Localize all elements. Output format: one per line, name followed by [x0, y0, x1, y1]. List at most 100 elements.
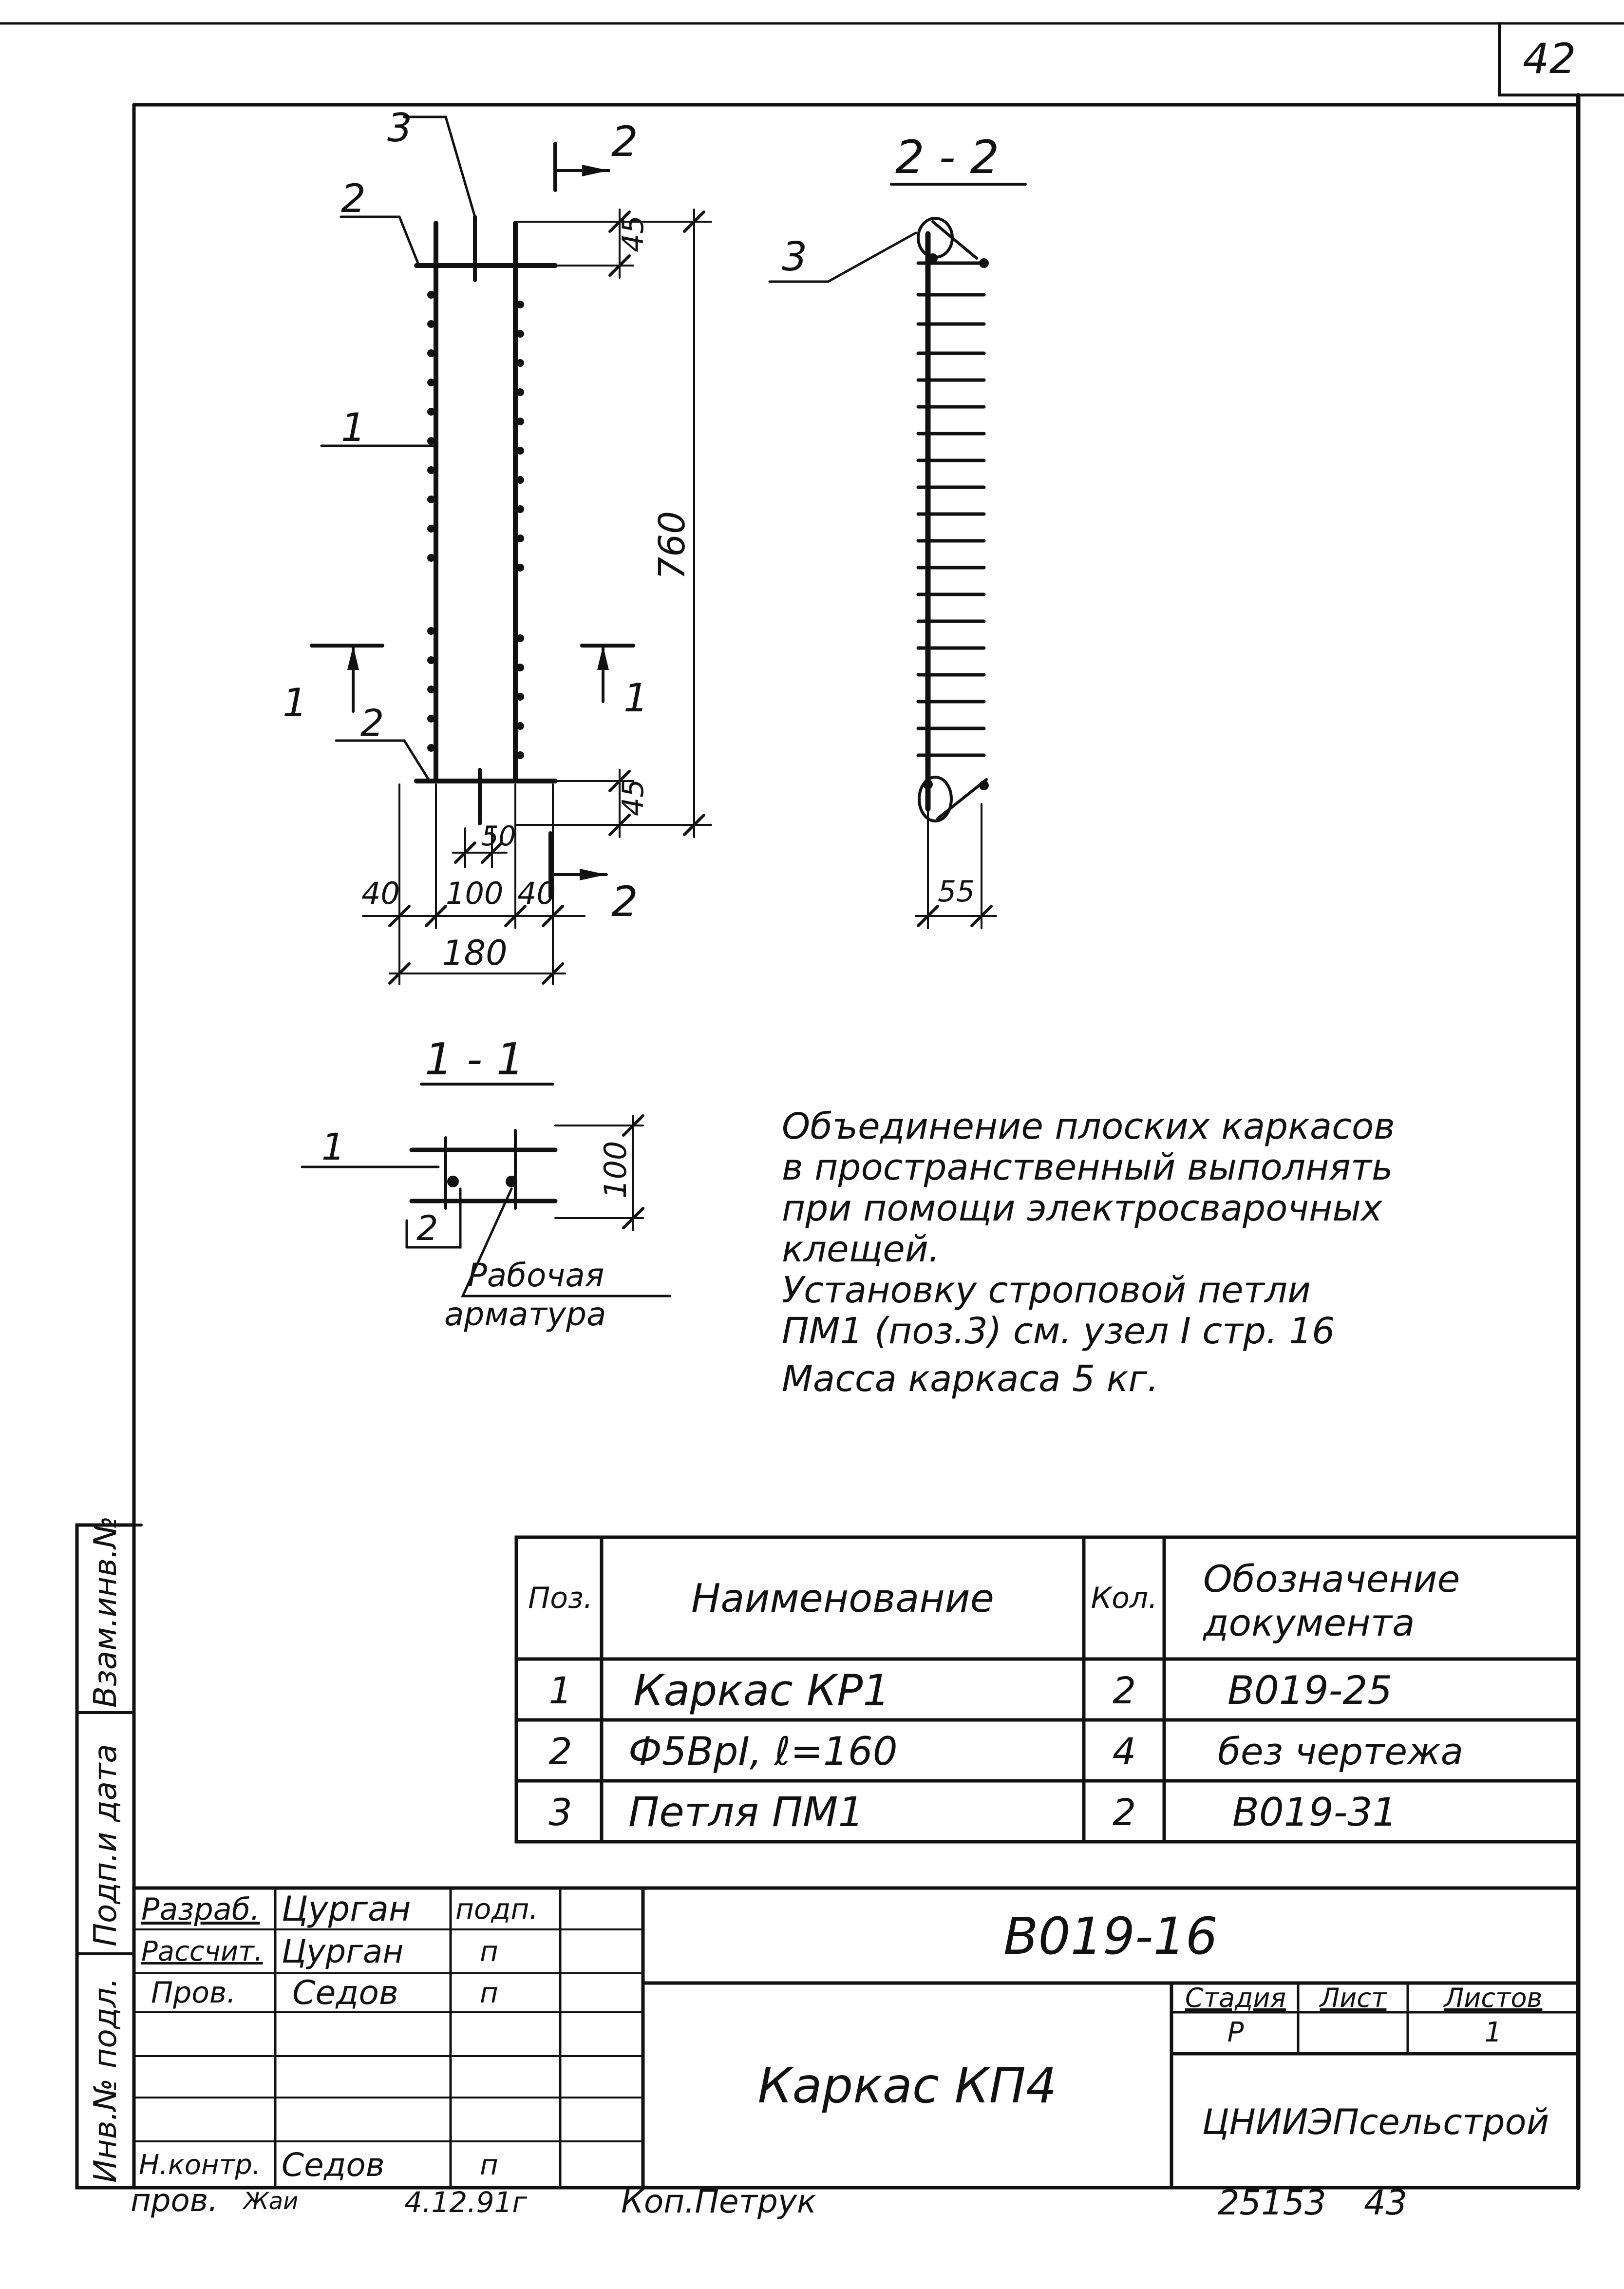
front-view	[310, 115, 712, 985]
dim-label-760: 760	[651, 511, 693, 580]
callout-1-section: 1	[321, 1125, 345, 1168]
dim-label-45-bottom: 45	[616, 779, 650, 816]
leader-rabochaya	[461, 1187, 671, 1297]
tb-name-7: Седов	[282, 2146, 385, 2184]
spec-header-pos: Поз.	[528, 1581, 593, 1615]
label-armatura: арматура	[444, 1296, 606, 1333]
section-2-2-view	[768, 183, 1027, 929]
spec-row-1-doc: В019-25	[1227, 1667, 1393, 1713]
tb-role-5	[141, 2057, 274, 2097]
tb-role-3: Пров.	[151, 1976, 236, 2010]
cut-mark-1-left: 1	[283, 680, 307, 725]
spec-header-name: Наименование	[691, 1575, 994, 1621]
footer-date: 4.12.91г	[404, 2186, 527, 2219]
cut-mark-2-bottom: 2	[611, 877, 638, 926]
callout-3: 3	[387, 105, 412, 151]
ladder-rungs	[916, 261, 986, 757]
tb-role-1: Разраб.	[141, 1891, 260, 1927]
side-stamp-lines	[75, 1523, 143, 2190]
page-number: 42	[1523, 35, 1576, 83]
footer-signature: Жаи	[244, 2188, 299, 2215]
spec-row-3-name: Петля ПМ1	[628, 1788, 864, 1836]
callout-2-bottom: 2	[360, 701, 384, 744]
side-stamp-podp-data: Подп.и дата	[88, 1744, 124, 1946]
tb-name-5	[282, 2057, 450, 2097]
leader-3	[403, 115, 476, 218]
side-stamp-inv-podl: Инв.№ подл.	[88, 1978, 124, 2183]
tb-sheet-value	[1300, 2012, 1407, 2052]
note-line-6: ПМ1 (поз.3) см. узел I стр. 16	[782, 1310, 1335, 1352]
spec-row-2-name: Ф5ВрI, ℓ=160	[628, 1728, 898, 1774]
tb-role-2: Рассчит.	[141, 1935, 263, 1967]
tb-name-2: Цурган	[282, 1932, 404, 1970]
callout-3-section: 3	[782, 234, 807, 280]
tb-sign-3: п	[480, 1976, 498, 2009]
spec-row-3-pos: 3	[548, 1790, 572, 1834]
tb-sheets-label: Листов	[1444, 1984, 1543, 2011]
weld-dots	[427, 291, 524, 759]
tb-stage-label: Стадия	[1185, 1984, 1286, 2011]
dim-label-50: 50	[481, 820, 516, 852]
tb-role-6	[141, 2098, 274, 2140]
leader-2-top	[340, 215, 420, 267]
spec-row-2-pos: 2	[548, 1729, 572, 1773]
leader-3-section	[768, 231, 917, 283]
section-1-1-view	[301, 1083, 671, 1297]
tb-role-7: Н.контр.	[139, 2149, 261, 2181]
spec-row-1-pos: 1	[548, 1668, 572, 1712]
tb-name-6	[282, 2098, 450, 2140]
tb-sign-7: п	[480, 2148, 498, 2181]
footer-checked: пров.	[131, 2183, 218, 2219]
spec-row-2-doc: без чертежа	[1218, 1729, 1464, 1773]
dim-label-45-top: 45	[616, 215, 650, 252]
tb-sign-6	[455, 2098, 559, 2140]
section-2-2-title: 2 - 2	[895, 131, 999, 184]
note-line-3: при помощи электросварочных	[782, 1187, 1382, 1229]
spec-row-1-qty: 2	[1112, 1668, 1136, 1712]
callout-2-top: 2	[341, 176, 366, 221]
tb-sign-5	[455, 2057, 559, 2097]
tb-stage-value: Р	[1227, 2016, 1244, 2048]
footer-page: 43	[1364, 2183, 1408, 2223]
label-rabochaya: Рабочая	[468, 1257, 604, 1294]
tb-sign-1: подп.	[455, 1892, 538, 1926]
footer-copier: Коп.Петрук	[621, 2183, 816, 2220]
leader-2-bottom	[335, 739, 430, 781]
tb-role-4	[141, 2013, 274, 2055]
dim-label-100-section: 100	[598, 1141, 633, 1199]
spec-row-1-name: Каркас КР1	[633, 1665, 890, 1716]
spec-row-3-qty: 2	[1112, 1790, 1136, 1834]
tb-sheet-label: Лист	[1320, 1984, 1387, 2011]
note-line-2: в пространственный выполнять	[782, 1146, 1393, 1188]
tb-name-4	[282, 2013, 450, 2055]
note-line-4: клещей.	[782, 1228, 940, 1270]
spec-header-doc-2: документа	[1203, 1601, 1415, 1644]
cut-mark-2-top: 2	[611, 117, 638, 166]
spec-header-qty: Кол.	[1091, 1581, 1158, 1615]
section-1-1-title: 1 - 1	[425, 1034, 524, 1085]
footer-archive-no: 25153	[1218, 2183, 1326, 2223]
title-block-lines	[132, 1886, 1580, 2190]
dim-label-100: 100	[446, 876, 503, 911]
dim-label-55: 55	[938, 875, 975, 909]
tb-doc-code: В019-16	[1003, 1907, 1218, 1966]
note-line-7: Масса каркаса 5 кг.	[782, 1358, 1159, 1400]
spec-row-2-qty: 4	[1112, 1729, 1136, 1773]
dim-label-40-right: 40	[517, 876, 556, 911]
dim-label-40-left: 40	[361, 876, 400, 911]
cut-mark-1-right: 1	[623, 675, 648, 721]
tb-sign-2: п	[480, 1935, 498, 1968]
tb-sign-4	[455, 2013, 559, 2055]
tb-sheets-value: 1	[1484, 2016, 1502, 2048]
spec-table-lines	[514, 1535, 1580, 1844]
tb-name-3: Седов	[292, 1974, 399, 2011]
callout-2-section: 2	[416, 1208, 438, 1248]
general-notes: Объединение плоских каркасов в пространс…	[782, 1106, 1395, 1399]
tb-organization: ЦНИИЭПсельстрой	[1202, 2101, 1549, 2142]
spec-header-doc-1: Обозначение	[1203, 1557, 1460, 1601]
callout-1: 1	[341, 405, 366, 450]
note-line-1: Объединение плоских каркасов	[782, 1106, 1395, 1147]
loop-bottom	[918, 776, 953, 822]
